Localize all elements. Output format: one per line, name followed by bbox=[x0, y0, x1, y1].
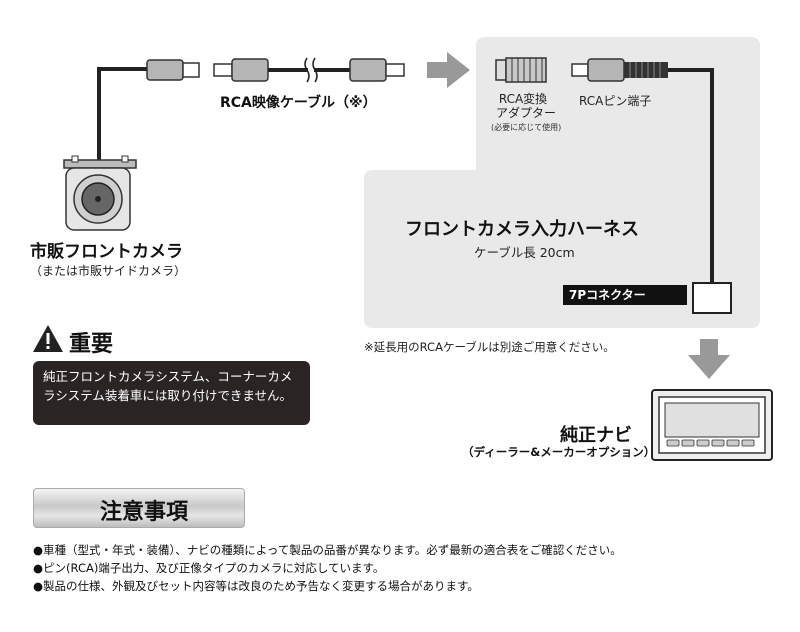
rca-cable-left-plug bbox=[213, 58, 269, 82]
connector-label: 7Pコネクター bbox=[563, 285, 687, 305]
adapter-note: (必要に応じて使用) bbox=[491, 123, 562, 132]
navi-title: 純正ナビ bbox=[560, 425, 632, 446]
caution-list: ●車種（型式・年式・装備）、ナビの種類によって製品の品番が異なります。必ず最新の… bbox=[33, 541, 622, 595]
extension-note: ※延長用のRCAケーブルは別途ご用意ください。 bbox=[364, 340, 615, 354]
rca-cable-label: RCA映像ケーブル（※） bbox=[220, 95, 377, 111]
camera-rca-plug bbox=[146, 59, 200, 81]
camera-wire bbox=[97, 67, 150, 160]
arrow-right-icon bbox=[427, 52, 470, 88]
caution-heading: 注意事項 bbox=[100, 500, 189, 525]
adapter-label: RCA変換 アダプター bbox=[496, 92, 557, 120]
navi-unit-icon bbox=[651, 389, 773, 461]
important-box: 純正フロントカメラシステム、コーナーカメラシステム装着車には取り付けできません。 bbox=[33, 361, 310, 425]
harness-title: フロントカメラ入力ハーネス bbox=[405, 219, 639, 240]
caution-item: ●車種（型式・年式・装備）、ナビの種類によって製品の品番が異なります。必ず最新の… bbox=[33, 543, 622, 557]
caution-banner bbox=[33, 488, 245, 528]
caution-item: ●ピン(RCA)端子出力、及び正像タイプのカメラに対応しています。 bbox=[33, 561, 385, 575]
rca-cable-right-plug bbox=[349, 58, 405, 82]
important-heading: 重要 bbox=[69, 332, 114, 357]
rca-pin-terminal-icon bbox=[571, 58, 668, 82]
7p-connector-icon bbox=[692, 282, 732, 314]
camera-title: 市販フロントカメラ bbox=[30, 242, 183, 262]
pin-terminal-label: RCAピン端子 bbox=[579, 94, 652, 108]
camera-subtitle: （または市販サイドカメラ） bbox=[30, 264, 187, 278]
adapter-label-line1: RCA変換 bbox=[498, 92, 548, 106]
rca-adapter-icon bbox=[495, 57, 547, 83]
harness-panel bbox=[364, 37, 760, 328]
caution-item: ●製品の仕様、外観及びセット内容等は改良のため予告なく変更する場合があります。 bbox=[33, 579, 479, 593]
harness-cable-length: ケーブル長 20cm bbox=[474, 245, 575, 260]
important-text: 純正フロントカメラシステム、コーナーカメラシステム装着車には取り付けできません。 bbox=[43, 369, 293, 403]
adapter-label-line2: アダプター bbox=[496, 106, 557, 120]
arrow-down-icon bbox=[688, 339, 730, 379]
harness-wire bbox=[668, 68, 714, 284]
camera-icon bbox=[63, 155, 137, 231]
warning-icon bbox=[33, 325, 63, 352]
navi-subtitle: （ディーラー&メーカーオプション） bbox=[462, 445, 656, 459]
